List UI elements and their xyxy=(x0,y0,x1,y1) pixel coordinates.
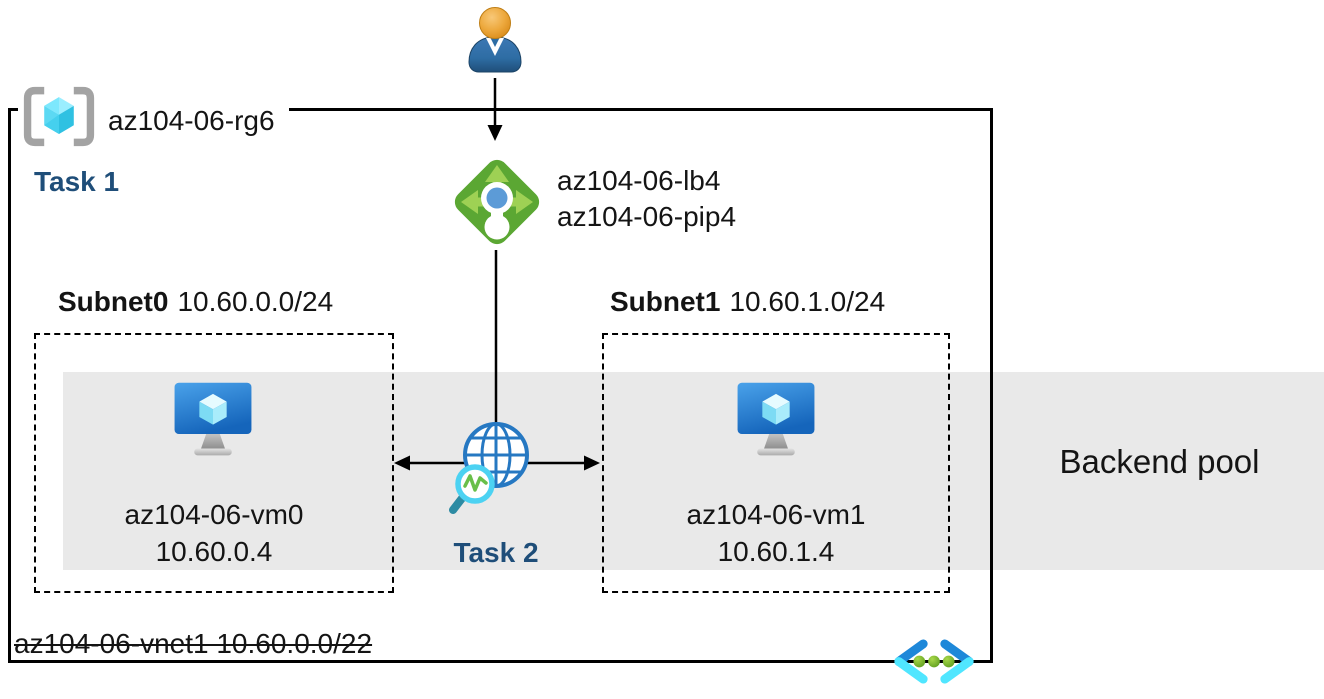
backend-pool-band xyxy=(63,372,1324,570)
public-ip-name: az104-06-pip4 xyxy=(557,201,737,232)
subnet0-box xyxy=(34,333,394,593)
resource-group-header: az104-06-rg6 xyxy=(18,84,289,148)
subnet0-name: Subnet0 xyxy=(58,286,169,317)
task1-label: Task 1 xyxy=(34,166,120,197)
load-balancer-name: az104-06-lb4 xyxy=(557,165,721,196)
task2-label: Task 2 xyxy=(453,537,539,568)
globe-magnifier-icon xyxy=(449,422,529,514)
vm0-name: az104-06-vm0 xyxy=(124,499,304,530)
vm0-ip: 10.60.0.4 xyxy=(155,536,273,567)
vm0-labels: az104-06-vm0 10.60.0.4 xyxy=(34,496,394,570)
vm1-labels: az104-06-vm1 10.60.1.4 xyxy=(602,496,950,570)
vnet-label: az104-06-vnet1 10.60.0.0/22 xyxy=(14,628,373,659)
vm1-name: az104-06-vm1 xyxy=(686,499,866,530)
subnet1-box xyxy=(602,333,950,593)
load-balancer-icon xyxy=(454,159,540,245)
load-balancer-labels: az104-06-lb4 az104-06-pip4 xyxy=(557,163,736,235)
vnet-chevron-dots-icon xyxy=(894,639,974,684)
vm1-ip: 10.60.1.4 xyxy=(717,536,835,567)
backend-pool-label: Backend pool xyxy=(1059,443,1260,480)
user-icon xyxy=(468,7,522,73)
resource-group-name: az104-06-rg6 xyxy=(108,105,275,136)
subnet0-heading: Subnet0 10.60.0.0/24 xyxy=(58,286,333,318)
subnet1-name: Subnet1 xyxy=(610,286,721,317)
resource-group-icon xyxy=(23,86,95,146)
subnet1-cidr: 10.60.1.0/24 xyxy=(729,286,886,317)
virtual-machine-icon xyxy=(174,382,252,456)
resource-group-box xyxy=(8,108,993,663)
virtual-machine-icon xyxy=(737,382,815,456)
subnet0-cidr: 10.60.0.0/24 xyxy=(177,286,334,317)
subnet1-heading: Subnet1 10.60.1.0/24 xyxy=(610,286,885,318)
